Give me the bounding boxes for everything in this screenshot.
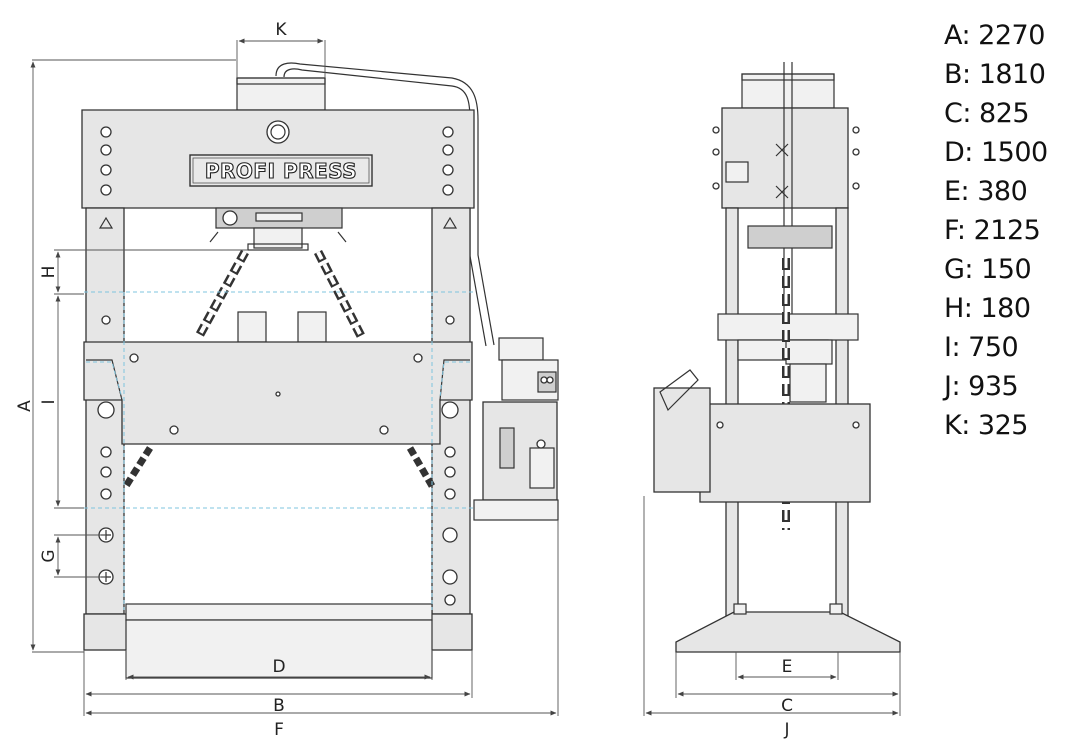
side-cylinder-top <box>741 73 835 109</box>
dimension-legend: A: 2270 B: 1810 C: 825 D: 1500 E: 380 F:… <box>944 16 1068 445</box>
side-crossbeam-bolts <box>712 126 860 190</box>
side-motor <box>785 339 833 365</box>
gauge-port <box>266 120 290 144</box>
winch-block-right <box>297 311 327 343</box>
dim-label-f: F <box>274 720 284 740</box>
legend-item-d: D: 1500 <box>944 137 1048 168</box>
dim-label-c: C <box>781 696 793 716</box>
dim-label-h: H <box>39 266 59 279</box>
brand-plate <box>189 154 373 187</box>
dim-label-e: E <box>782 657 793 677</box>
side-label-plate <box>725 161 749 183</box>
legend-item-k: K: 325 <box>944 410 1028 441</box>
top-crossbeam-bolts <box>100 126 454 196</box>
dim-label-j: J <box>783 720 789 740</box>
hydraulic-hose <box>275 62 495 346</box>
side-view <box>653 62 901 653</box>
side-ram <box>747 225 833 249</box>
base-opening <box>125 619 433 679</box>
winch-block-left <box>237 311 267 343</box>
column-holes <box>98 446 458 606</box>
brand-plate-text: PROFI PRESS <box>205 159 357 183</box>
side-base <box>675 611 901 653</box>
warning-triangle-icon <box>98 216 114 229</box>
dim-label-b: B <box>273 696 285 716</box>
legend-item-b: B: 1810 <box>944 59 1046 90</box>
legend-item-j: J: 935 <box>944 371 1019 402</box>
legend-item-h: H: 180 <box>944 293 1031 324</box>
side-oil-tank <box>699 403 871 503</box>
dimension-lines: K A H I G D B F E C <box>15 20 901 740</box>
legend-item-f: F: 2125 <box>944 215 1041 246</box>
legend-item-e: E: 380 <box>944 176 1028 207</box>
dim-label-g: G <box>39 549 59 562</box>
side-control-lever <box>659 369 699 412</box>
piston <box>253 227 303 249</box>
legend-item-i: I: 750 <box>944 332 1019 363</box>
dim-label-a: A <box>15 400 35 412</box>
side-crossbeam <box>721 107 849 209</box>
dim-label-i: I <box>39 399 59 404</box>
dim-label-d: D <box>272 657 285 677</box>
warning-triangle-icon <box>442 216 458 229</box>
cylinder-top <box>236 77 326 111</box>
front-view: PROFI PRESS <box>81 62 559 679</box>
legend-item-a: A: 2270 <box>944 20 1045 51</box>
legend-item-c: C: 825 <box>944 98 1030 129</box>
dim-label-k: K <box>275 20 287 40</box>
side-pump-unit <box>653 387 711 493</box>
electric-motor <box>498 337 544 361</box>
legend-item-g: G: 150 <box>944 254 1032 285</box>
hydraulic-power-unit <box>473 337 559 521</box>
